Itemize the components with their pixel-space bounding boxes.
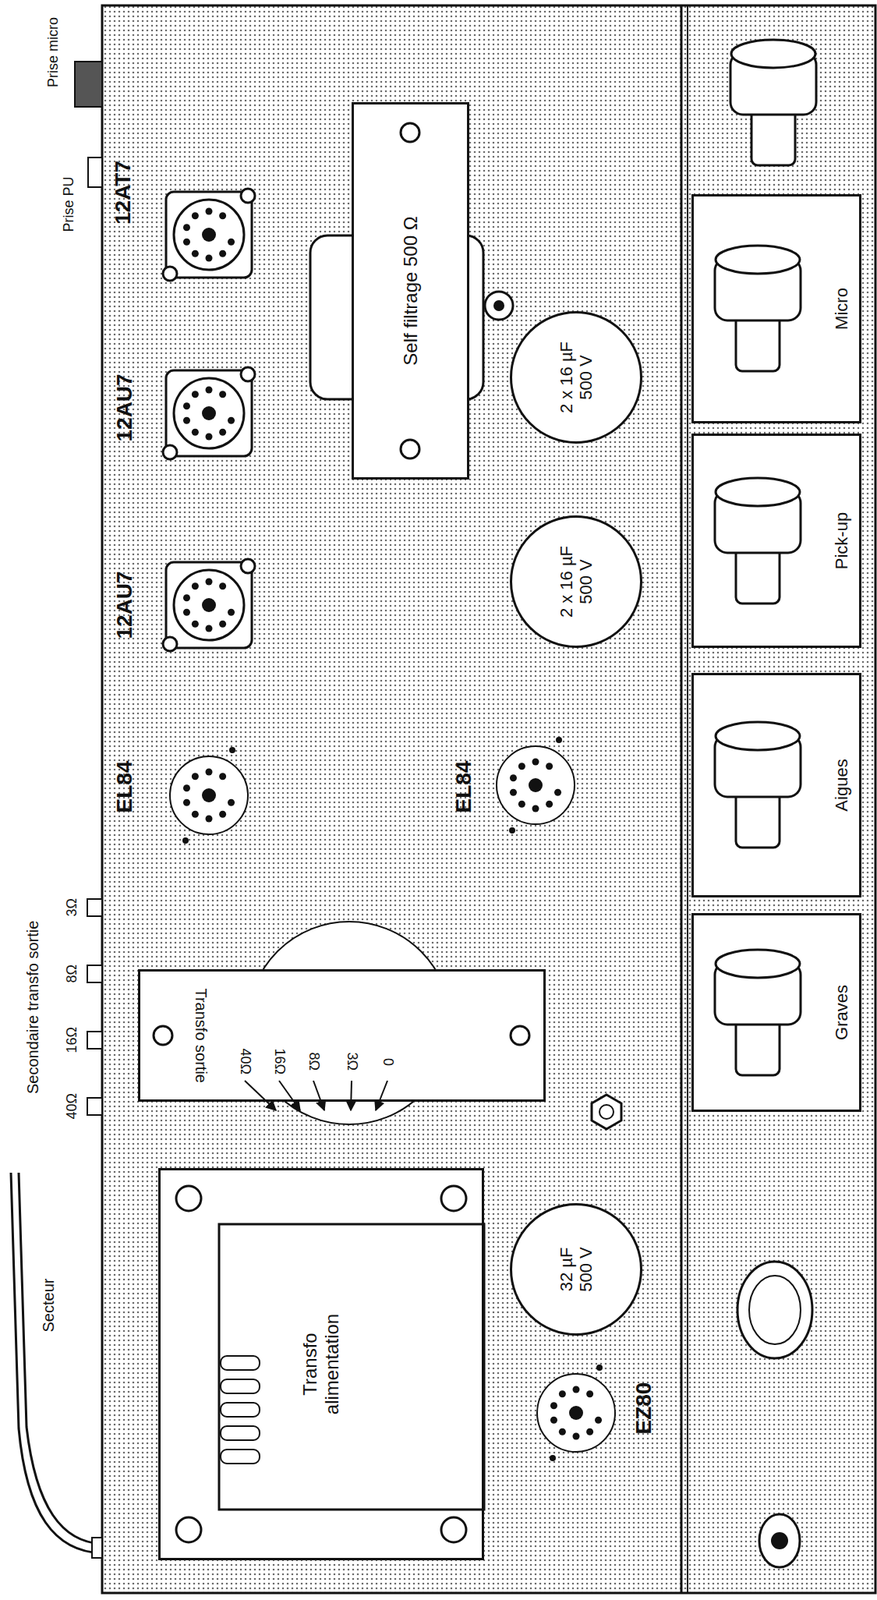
winding-lead — [220, 1425, 260, 1440]
speaker-terminal — [87, 965, 103, 983]
control-box: Aigues — [691, 672, 862, 898]
component-label: Aigues — [831, 758, 852, 811]
winding-lead — [220, 1379, 260, 1394]
capacitor-can: 32 µF 500 V — [509, 1202, 643, 1336]
cord-label: Secteur — [39, 1278, 58, 1333]
jack-label: Prise micro — [45, 17, 62, 88]
screw — [400, 439, 420, 459]
component-label: 32 µF 500 V — [556, 1237, 597, 1301]
tube-socket — [537, 1364, 616, 1461]
jack-label: Prise PU — [60, 176, 78, 232]
leader-arrow — [313, 1080, 325, 1111]
control-box: Micro — [691, 194, 862, 424]
tap-label: 16Ω — [271, 1048, 288, 1075]
output-transformer-plate — [137, 968, 546, 1102]
mount-hole — [176, 1185, 202, 1211]
mic-jack — [74, 61, 103, 107]
component-label: 2 x 16 µF 500 V — [556, 330, 597, 425]
grommet — [484, 291, 513, 320]
panel-fold — [680, 5, 683, 1593]
winding-lead — [220, 1402, 260, 1417]
pilot-lamp — [749, 1275, 801, 1344]
mains-cord — [18, 1172, 103, 1544]
mount-hole — [441, 1517, 467, 1542]
tube-socket — [496, 736, 575, 834]
power-transformer-frame — [158, 1167, 485, 1560]
terminal-label: 8Ω — [63, 964, 81, 983]
screw — [153, 1025, 173, 1045]
tube-label: 12AU7 — [112, 570, 138, 639]
knob-panel — [691, 672, 862, 898]
component-label: 2 x 16 µF 500 V — [556, 534, 597, 629]
tube-socket — [162, 367, 255, 460]
winding-lead — [220, 1355, 260, 1370]
knob — [714, 949, 801, 1076]
tube-label: 12AU7 — [112, 373, 138, 442]
output-transformer: Transfo sortie — [137, 968, 546, 1102]
switch — [770, 1531, 789, 1549]
tube-socket — [169, 746, 248, 844]
knob — [714, 245, 801, 372]
component-label: Micro — [831, 287, 852, 330]
knob — [714, 721, 801, 848]
speaker-terminal — [87, 898, 103, 916]
leader-arrow — [350, 1080, 352, 1111]
grommet — [493, 300, 505, 312]
control-box: Graves — [691, 912, 862, 1112]
mount-hole — [441, 1185, 467, 1211]
component-label: Self filtrage 500 Ω — [399, 215, 422, 365]
tube-socket — [162, 188, 255, 281]
leader-arrow — [375, 1080, 388, 1111]
terminal-label: 16Ω — [63, 1026, 81, 1053]
tube-label: EL84 — [112, 760, 138, 814]
component-label: Transfo sortie — [191, 987, 210, 1083]
terminal-label: 40Ω — [63, 1092, 81, 1119]
winding-lead — [220, 1449, 260, 1464]
terminal-group-label: Secondaire transfo sortie — [24, 920, 43, 1094]
component-label: Pick-up — [831, 512, 852, 570]
pilot-lamp — [737, 1261, 813, 1358]
leader-arrow — [244, 1080, 276, 1111]
hex-nut — [599, 1104, 614, 1119]
switch — [759, 1513, 800, 1567]
knob-panel — [691, 194, 862, 424]
chassis-plate — [102, 5, 876, 1593]
speaker-terminal — [87, 1097, 103, 1115]
mains-cord — [10, 1172, 103, 1553]
tap-label: 0 — [379, 1057, 397, 1066]
component-label: Graves — [831, 984, 852, 1040]
cord-grommet — [91, 1537, 103, 1558]
knob — [714, 477, 801, 604]
choke-plate — [351, 102, 470, 480]
tube-socket — [162, 558, 255, 651]
speaker-terminal — [87, 1031, 103, 1049]
capacitor-can: 2 x 16 µF 500 V — [509, 311, 643, 444]
power-transformer: Transfo alimentation — [158, 1167, 485, 1560]
panel-fold — [686, 5, 689, 1593]
tap-label: 3Ω — [343, 1052, 361, 1071]
terminal-label: 3Ω — [63, 898, 81, 916]
choke-plate: Self filtrage 500 Ω — [351, 102, 470, 480]
capacitor-can: 2 x 16 µF 500 V — [509, 515, 643, 648]
screw — [510, 1025, 530, 1045]
hex-nut — [591, 1094, 622, 1129]
tube-label: EZ80 — [631, 1382, 657, 1435]
tube-label: EL84 — [451, 760, 477, 814]
control-box: Pick-up — [691, 433, 862, 648]
component-label: Transfo alimentation — [299, 1297, 343, 1431]
knob-panel — [691, 433, 862, 648]
tube-label: 12AT7 — [110, 160, 136, 225]
screw — [400, 123, 420, 142]
tap-label: 8Ω — [305, 1052, 322, 1071]
transformer-core — [219, 1223, 485, 1510]
mount-hole — [176, 1517, 202, 1542]
knob-panel — [691, 912, 862, 1112]
pickup-jack — [88, 157, 103, 188]
knob — [730, 39, 817, 166]
tap-label: 40Ω — [236, 1048, 254, 1075]
leader-arrow — [279, 1080, 301, 1111]
